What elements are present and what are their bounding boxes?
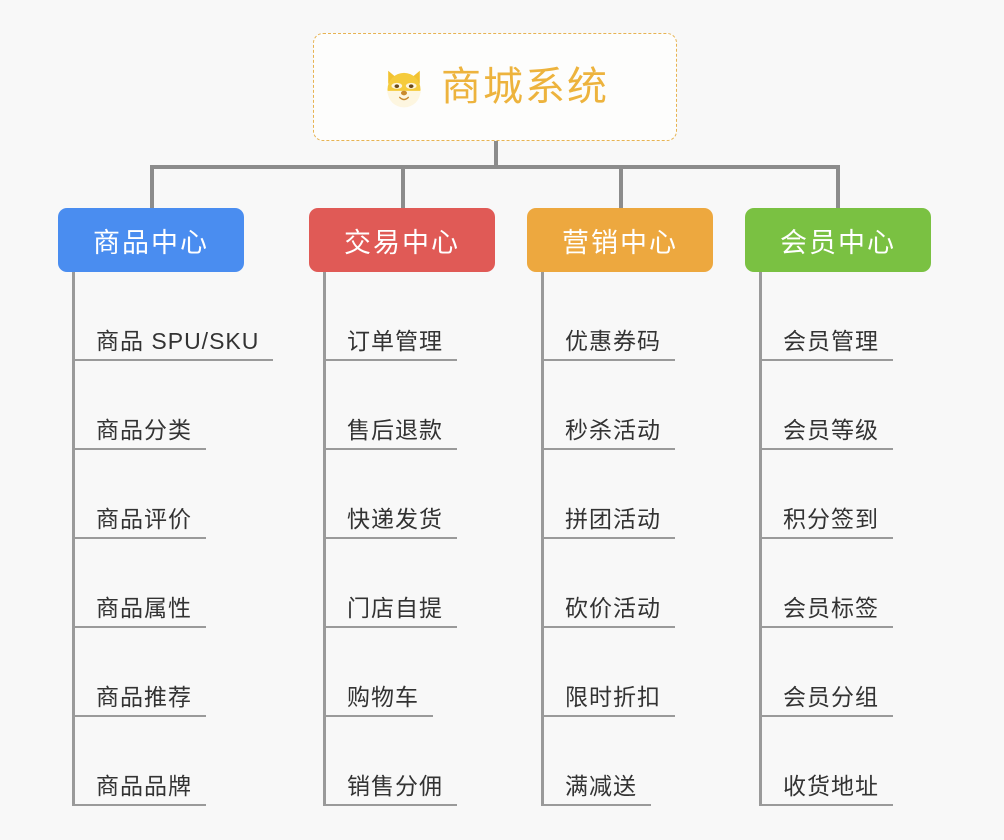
branch-spine [72, 272, 75, 806]
list-item-label: 商品属性 [96, 594, 192, 621]
connector-drop-2 [401, 165, 405, 210]
list-item-label: 门店自提 [347, 594, 443, 621]
list-item-label: 售后退款 [347, 416, 443, 443]
branch-items-trade: 订单管理 售后退款 快递发货 门店自提 购物车 销售分佣 [323, 272, 495, 806]
list-item-label: 购物车 [347, 683, 419, 710]
list-item[interactable]: 售后退款 [323, 361, 495, 450]
branch-items-product: 商品 SPU/SKU 商品分类 商品评价 商品属性 商品推荐 商品品牌 [72, 272, 274, 806]
branch-header-label: 营销中心 [562, 227, 678, 258]
list-item-label: 商品评价 [96, 505, 192, 532]
list-item-label: 销售分佣 [347, 772, 443, 799]
root-node[interactable]: 商城系统 [313, 33, 677, 141]
list-item[interactable]: 商品 SPU/SKU [72, 272, 274, 361]
list-item[interactable]: 秒杀活动 [541, 361, 713, 450]
list-item-label: 会员等级 [783, 416, 879, 443]
branch-column-product: 商品中心 商品 SPU/SKU 商品分类 商品评价 商品属性 商品推荐 商品品牌 [58, 208, 274, 806]
list-item[interactable]: 积分签到 [759, 450, 931, 539]
list-item[interactable]: 门店自提 [323, 539, 495, 628]
list-item[interactable]: 快递发货 [323, 450, 495, 539]
list-item-label: 优惠券码 [565, 327, 661, 354]
branch-items-member: 会员管理 会员等级 积分签到 会员标签 会员分组 收货地址 [759, 272, 931, 806]
list-item[interactable]: 拼团活动 [541, 450, 713, 539]
list-item[interactable]: 会员标签 [759, 539, 931, 628]
branch-header-label: 交易中心 [344, 227, 460, 258]
list-item[interactable]: 满减送 [541, 717, 713, 806]
root-title: 商城系统 [441, 65, 609, 109]
list-item[interactable]: 砍价活动 [541, 539, 713, 628]
list-item-label: 砍价活动 [565, 594, 661, 621]
list-item-label: 商品分类 [96, 416, 192, 443]
list-item-label: 快递发货 [347, 505, 443, 532]
list-item[interactable]: 会员管理 [759, 272, 931, 361]
connector-drop-1 [150, 165, 154, 210]
list-item[interactable]: 收货地址 [759, 717, 931, 806]
branch-column-trade: 交易中心 订单管理 售后退款 快递发货 门店自提 购物车 销售分佣 [309, 208, 495, 806]
list-item[interactable]: 商品分类 [72, 361, 273, 450]
branch-items-marketing: 优惠券码 秒杀活动 拼团活动 砍价活动 限时折扣 满减送 [541, 272, 713, 806]
list-item-label: 收货地址 [783, 772, 879, 799]
list-item[interactable]: 购物车 [323, 628, 495, 717]
list-item[interactable]: 会员分组 [759, 628, 931, 717]
list-item-label: 限时折扣 [565, 683, 661, 710]
list-item-label: 会员标签 [783, 594, 879, 621]
list-item[interactable]: 商品属性 [72, 539, 273, 628]
branch-spine [759, 272, 762, 806]
list-item[interactable]: 订单管理 [323, 272, 495, 361]
list-item[interactable]: 商品推荐 [72, 628, 273, 717]
branch-spine [541, 272, 544, 806]
list-item-label: 会员分组 [783, 683, 879, 710]
branch-header-label: 会员中心 [780, 227, 896, 258]
list-item[interactable]: 商品评价 [72, 450, 273, 539]
branch-header-marketing[interactable]: 营销中心 [527, 208, 713, 272]
list-item[interactable]: 销售分佣 [323, 717, 495, 806]
list-item-label: 商品 SPU/SKU [96, 327, 260, 354]
list-item-label: 积分签到 [783, 505, 879, 532]
list-item[interactable]: 商品品牌 [72, 717, 273, 806]
branch-header-product[interactable]: 商品中心 [58, 208, 244, 272]
list-item[interactable]: 会员等级 [759, 361, 931, 450]
list-item-label: 商品品牌 [96, 772, 192, 799]
list-item-label: 秒杀活动 [565, 416, 661, 443]
branch-header-trade[interactable]: 交易中心 [309, 208, 495, 272]
branch-header-member[interactable]: 会员中心 [745, 208, 931, 272]
dog-face-icon [381, 65, 427, 111]
list-item[interactable]: 优惠券码 [541, 272, 713, 361]
branch-column-marketing: 营销中心 优惠券码 秒杀活动 拼团活动 砍价活动 限时折扣 满减送 [527, 208, 713, 806]
list-item-label: 会员管理 [783, 327, 879, 354]
connector-drop-3 [619, 165, 623, 210]
list-item-label: 订单管理 [347, 327, 443, 354]
connector-horizontal-bus [150, 165, 838, 169]
connector-drop-4 [836, 165, 840, 210]
connector-root-stem [494, 141, 498, 168]
list-item-label: 满减送 [565, 772, 637, 799]
list-item-label: 商品推荐 [96, 683, 192, 710]
branch-header-label: 商品中心 [93, 227, 209, 258]
list-item[interactable]: 限时折扣 [541, 628, 713, 717]
branch-spine [323, 272, 326, 806]
list-item-label: 拼团活动 [565, 505, 661, 532]
branch-column-member: 会员中心 会员管理 会员等级 积分签到 会员标签 会员分组 收货地址 [745, 208, 931, 806]
